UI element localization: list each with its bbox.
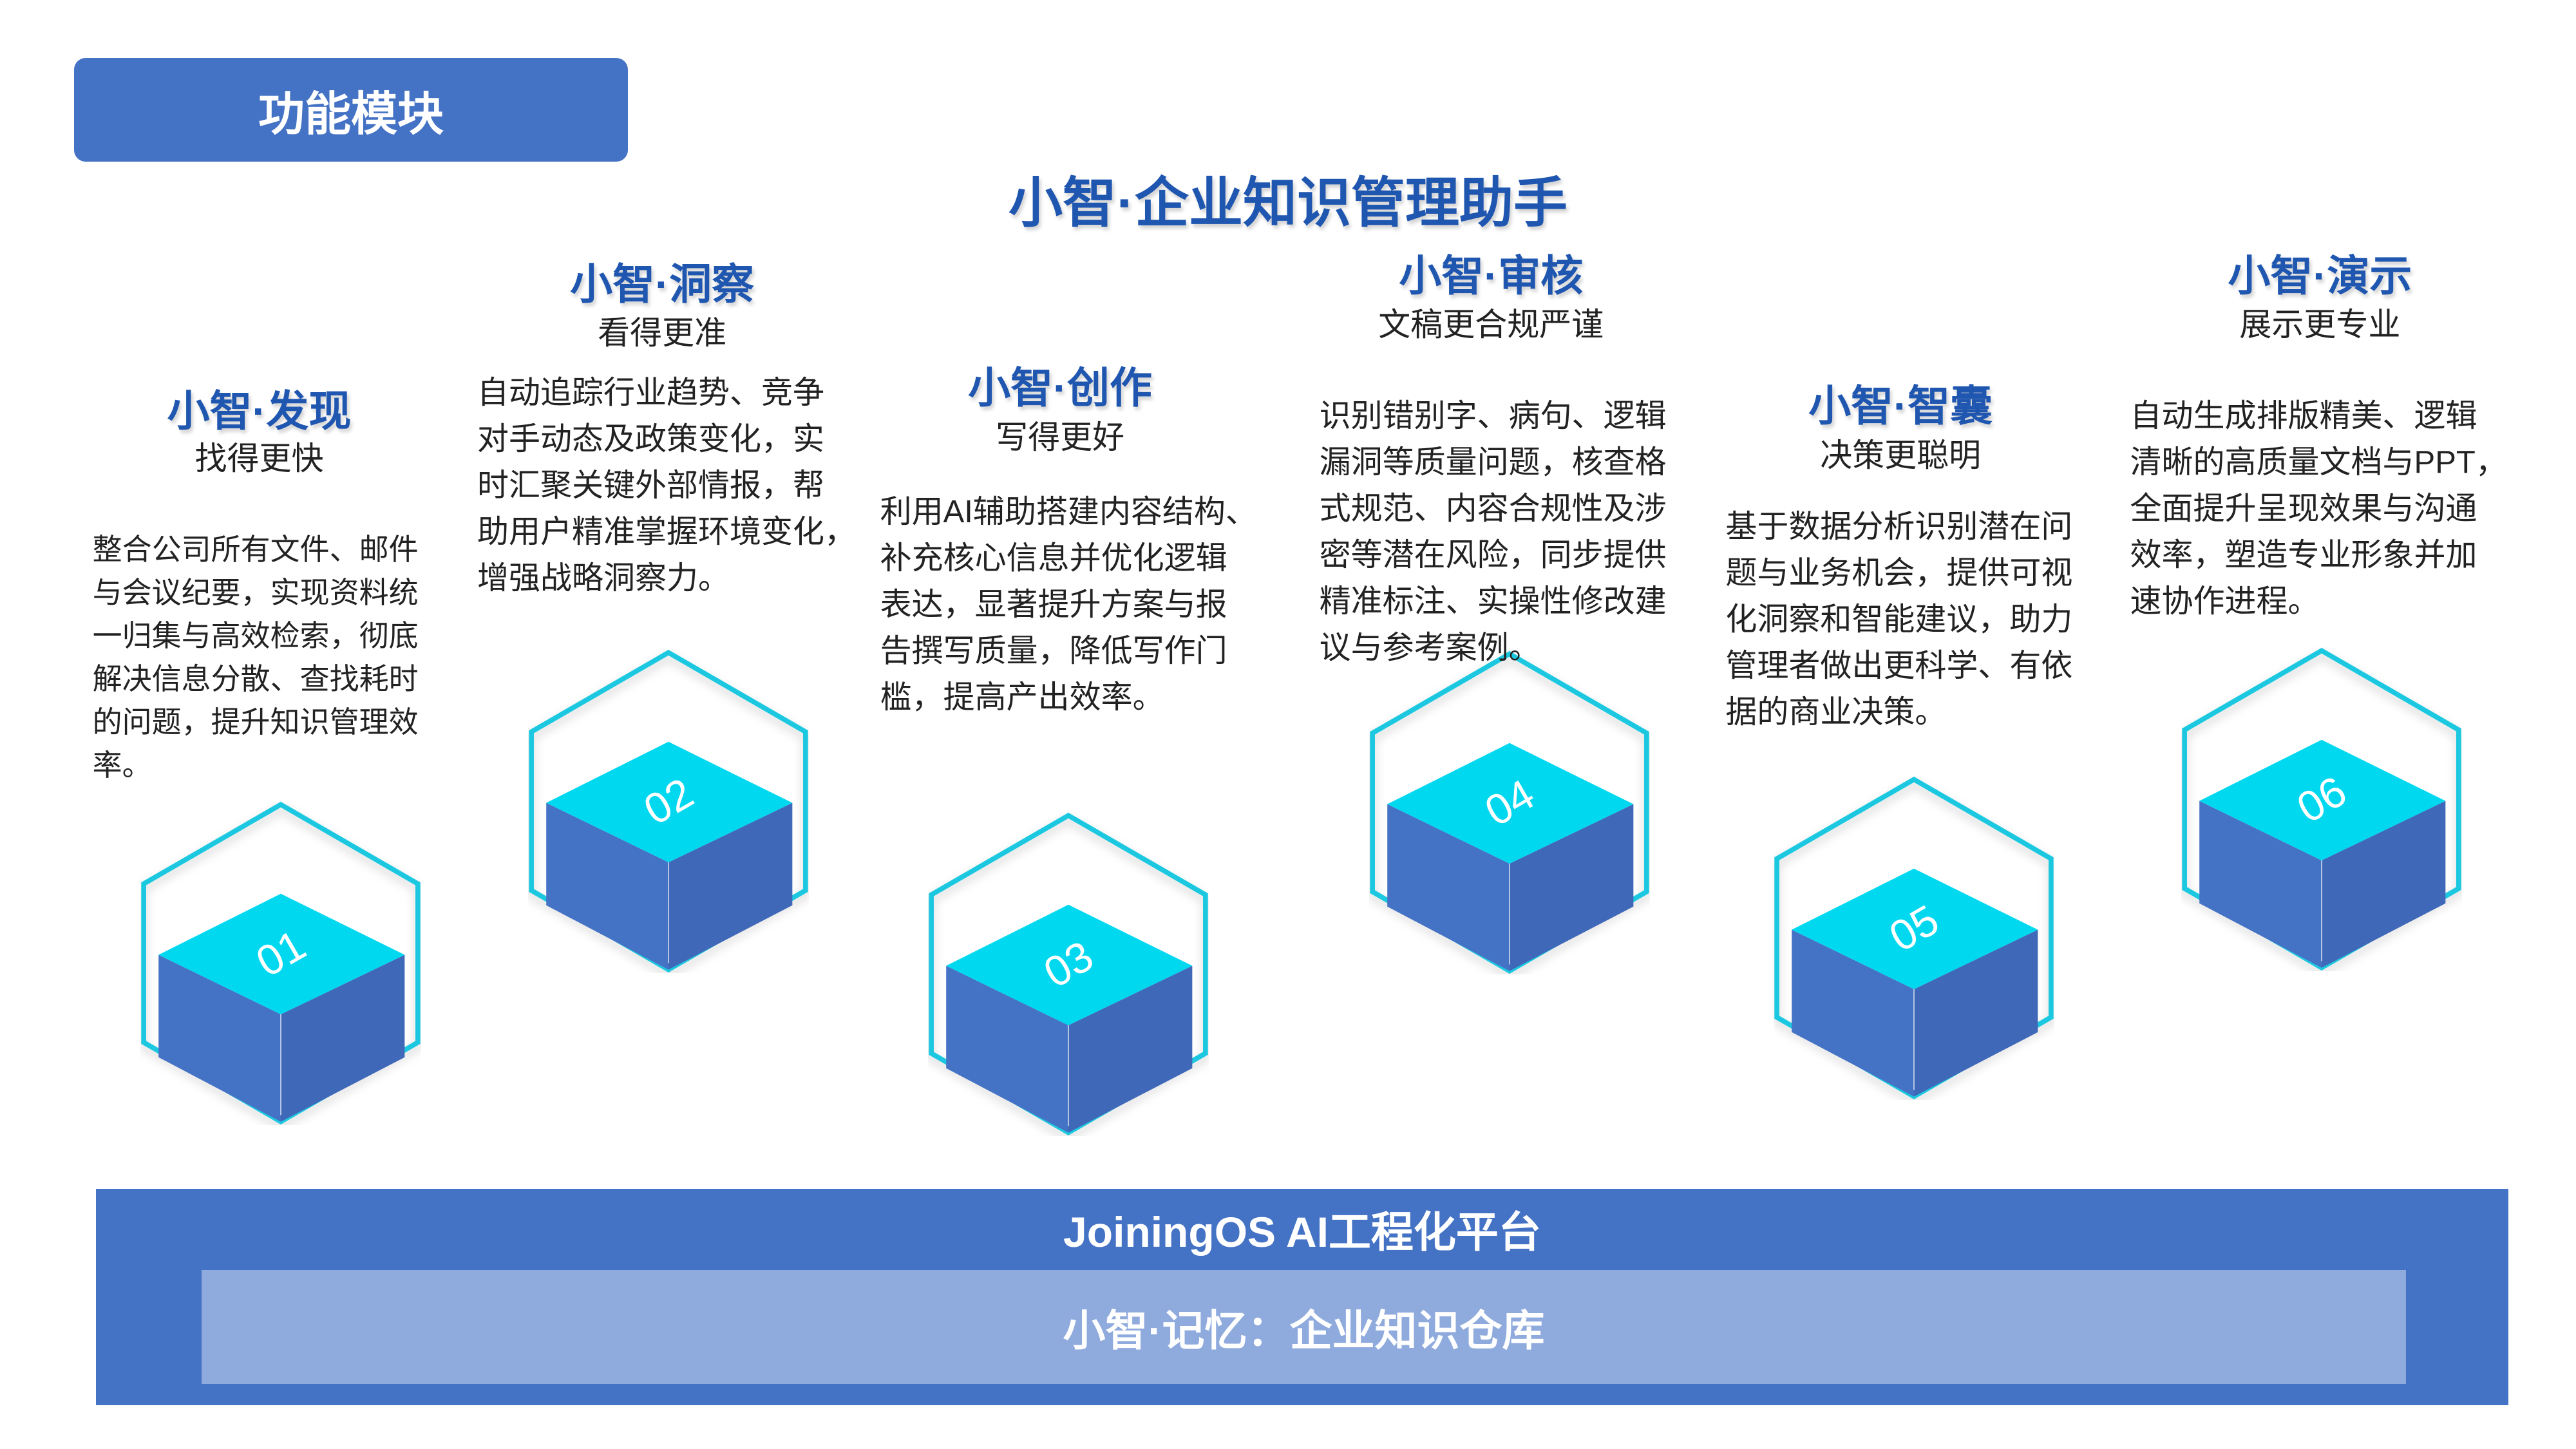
description-line: 槛，提高产出效率。: [880, 679, 1164, 715]
description-line: 对手动态及政策变化，实: [477, 422, 824, 457]
description-line: 一归集与高效检索，彻底: [92, 619, 419, 653]
cube-top-face: [546, 741, 793, 862]
platform-bar: JoiningOS AI工程化平台 小智·记忆：企业知识仓库: [96, 1189, 2508, 1405]
hexagon-outline: [929, 813, 1208, 1136]
description-line: 利用AI辅助搭建内容结构、: [880, 494, 1257, 529]
module-description: 整合公司所有文件、邮件与会议纪要，实现资料统一归集与高效检索，彻底解决信息分散、…: [93, 528, 419, 787]
cube-left-face: [1791, 929, 1914, 1097]
hexagon-cube-icon: 02: [528, 649, 809, 973]
module-description: 基于数据分析识别潜在问题与业务机会，提供可视化洞察和智能建议，助力管理者做出更科…: [1725, 504, 2072, 735]
description-line: 增强战略洞察力。: [477, 561, 730, 596]
description-line: 速协作进程。: [2130, 584, 2320, 620]
description-line: 与会议纪要，实现资料统: [92, 576, 419, 610]
hexagon-outline: [141, 801, 421, 1124]
cube-right-face: [280, 954, 405, 1122]
description-line: 据的商业决策。: [1725, 695, 1947, 730]
hexagon-outline: [1369, 651, 1649, 974]
memory-bar: 小智·记忆：企业知识仓库: [202, 1270, 2406, 1384]
cube-top-face: [158, 893, 405, 1014]
cube-left-face: [2199, 800, 2322, 968]
module-subtitle: 写得更好: [996, 419, 1125, 455]
module-description: 识别错别字、病句、逻辑漏洞等质量问题，核查格式规范、内容合规性及涉密等潜在风险，…: [1320, 393, 1667, 671]
section-badge: 功能模块: [74, 58, 628, 162]
description-line: 漏洞等质量问题，核查格: [1319, 445, 1667, 480]
module-subtitle: 展示更专业: [2239, 307, 2401, 343]
hexagon-outline: [1774, 776, 2054, 1100]
description-line: 告撰写质量，降低写作门: [880, 633, 1227, 668]
description-line: 议与参考案例。: [1319, 630, 1540, 666]
cube-left-face: [546, 802, 669, 970]
cube-right-face: [1509, 804, 1633, 971]
module-title: 小智·洞察: [570, 260, 755, 308]
page-title: 小智·企业知识管理助手: [1009, 173, 1567, 233]
description-line: 识别错别字、病句、逻辑: [1319, 399, 1667, 434]
cube-right-face: [1913, 929, 2038, 1097]
description-line: 效率，塑造专业形象并加: [2130, 538, 2477, 573]
description-line: 的问题，提升知识管理效: [92, 705, 419, 739]
description-line: 清晰的高质量文档与PPT，: [2130, 445, 2507, 480]
hexagon-outline: [529, 649, 809, 972]
description-line: 题与业务机会，提供可视: [1725, 556, 2073, 591]
description-line: 时汇聚关键外部情报，帮: [477, 468, 824, 504]
description-line: 密等潜在风险，同步提供: [1319, 538, 1667, 573]
module-title: 小智·审核: [1399, 251, 1584, 299]
hexagon-cube-icon: 06: [2181, 647, 2462, 971]
description-line: 补充核心信息并优化逻辑: [880, 540, 1227, 576]
module-title: 小智·发现: [167, 387, 352, 435]
description-line: 管理者做出更科学、有依: [1725, 649, 2073, 684]
description-line: 自动追踪行业趋势、竞争: [477, 375, 824, 411]
hexagon-outline: [2182, 647, 2461, 971]
cube-right-face: [1068, 966, 1193, 1133]
description-line: 整合公司所有文件、邮件: [92, 533, 419, 567]
module-title: 小智·演示: [2228, 251, 2412, 299]
module-description: 自动生成排版精美、逻辑清晰的高质量文档与PPT， 全面提升呈现效果与沟通效率，塑造…: [2130, 393, 2507, 625]
description-line: 式规范、内容合规性及涉: [1319, 491, 1667, 527]
module-title: 小智·智囊: [1808, 382, 1993, 430]
description-line: 解决信息分散、查找耗时: [92, 662, 419, 696]
module-subtitle: 找得更快: [194, 440, 324, 477]
description-line: 表达，显著提升方案与报: [880, 587, 1227, 622]
description-line: 精准标注、实操性修改建: [1319, 584, 1667, 620]
cube-top-face: [946, 905, 1193, 1026]
module-description: 利用AI辅助搭建内容结构、补充核心信息并优化逻辑表达，显著提升方案与报告撰写质量…: [880, 489, 1257, 721]
cube-right-face: [668, 802, 793, 970]
cube-top-face: [2199, 739, 2446, 861]
module-description: 自动追踪行业趋势、竞争对手动态及政策变化，实时汇聚关键外部情报，帮助用户精准掌握…: [477, 370, 856, 601]
cube-left-face: [946, 966, 1068, 1133]
description-line: 化洞察和智能建议，助力: [1725, 602, 2073, 638]
cube-left-face: [158, 954, 281, 1122]
hexagon-cube-icon: 04: [1369, 650, 1650, 974]
hexagon-cube-icon: 05: [1774, 776, 2054, 1100]
description-line: 助用户精准掌握环境变化，: [477, 515, 856, 550]
hexagon-cube-icon: 03: [928, 812, 1209, 1136]
cube-right-face: [2322, 800, 2446, 968]
platform-title: JoiningOS AI工程化平台: [1063, 1208, 1541, 1256]
cube-top-face: [1387, 743, 1633, 864]
module-subtitle: 文稿更合规严谨: [1378, 307, 1604, 343]
description-line: 全面提升呈现效果与沟通: [2130, 491, 2477, 527]
module-title: 小智·创作: [968, 364, 1153, 412]
module-subtitle: 决策更聪明: [1820, 437, 1982, 474]
description-line: 率。: [92, 748, 152, 782]
module-subtitle: 看得更准: [598, 315, 727, 352]
hexagon-cube-icon: 01: [140, 801, 421, 1125]
cube-left-face: [1387, 804, 1510, 971]
cube-top-face: [1791, 868, 2038, 990]
description-line: 基于数据分析识别潜在问: [1725, 509, 2073, 545]
description-line: 自动生成排版精美、逻辑: [2130, 399, 2477, 434]
